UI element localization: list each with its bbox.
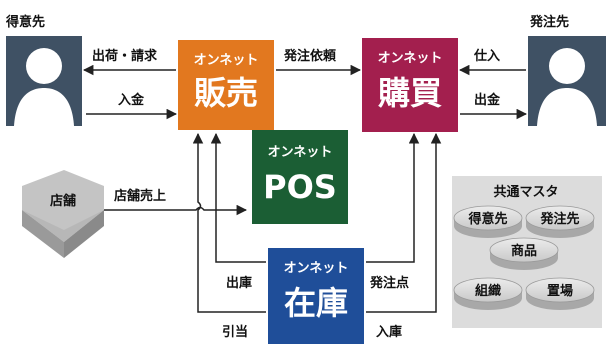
sales-name: 販売 [194,74,258,112]
master-item-label: 得意先 [467,211,507,227]
master-item: 商品 [489,237,559,270]
flow-purchase-order: 発注依頼 [283,48,337,64]
pos-system-box: オンネット POS [252,130,348,224]
customer-label: 得意先 [5,14,45,30]
master-item: 置場 [525,277,595,310]
pos-brand: オンネット [268,145,333,160]
pos-name: POS [263,168,337,206]
inventory-system-box: オンネット 在庫 [268,248,364,344]
flow-payment-in: 入金 [118,92,145,108]
inventory-brand: オンネット [284,261,349,276]
customer-person-icon [6,36,82,126]
flow-reorder-point: 発注点 [369,275,409,291]
master-item: 発注先 [525,205,595,238]
arrow-reorder-point [366,132,420,263]
flow-stock-out: 出庫 [226,275,252,291]
arrow-stock-out [210,132,266,263]
purchase-brand: オンネット [378,51,443,66]
sales-system-box: オンネット 販売 [178,40,274,130]
arrow-allocation [192,132,266,313]
master-item-label: 組織 [475,283,501,299]
master-item: 得意先 [453,205,523,238]
master-item-label: 置場 [547,283,573,299]
flow-stock-in: 入庫 [376,324,402,340]
flow-receiving: 仕入 [473,48,500,64]
purchase-name: 購買 [378,74,442,112]
flow-store-sales: 店舗売上 [114,188,166,204]
flow-allocation: 引当 [222,324,248,340]
inventory-name: 在庫 [284,284,348,322]
flow-payment-out: 出金 [474,92,501,108]
purchase-system-box: オンネット 購買 [362,38,458,132]
store-block [22,170,104,258]
supplier-label: 発注先 [529,14,569,30]
store-label: 店舗 [50,193,76,209]
supplier-person-icon [528,36,606,126]
master-item-label: 発注先 [539,211,579,227]
sales-brand: オンネット [194,53,259,68]
arrow-stock-in [366,132,442,313]
arrow-store-sales [104,204,248,216]
master-item-label: 商品 [511,243,537,259]
flow-shipping-billing: 出荷・請求 [92,48,158,64]
master-title: 共通マスタ [493,184,558,200]
master-item: 組織 [453,277,523,310]
